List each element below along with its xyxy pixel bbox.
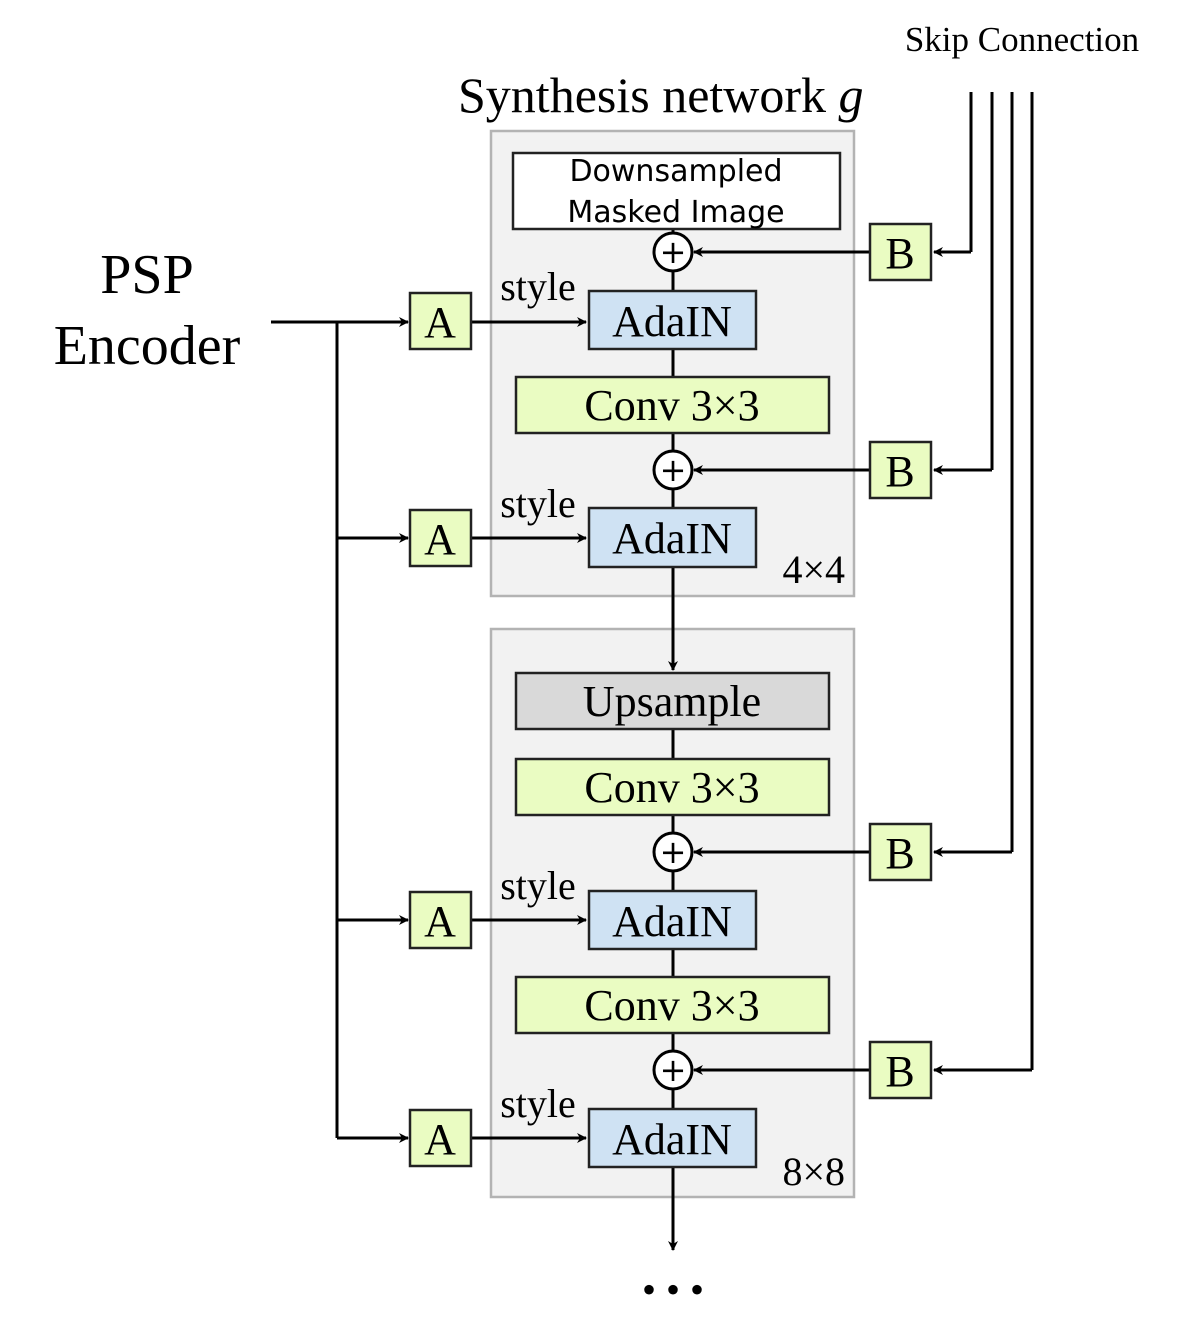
adain-label-2: AdaIN: [612, 514, 732, 563]
style-label-3: style: [500, 863, 576, 908]
input-box-line2: Masked Image: [567, 195, 784, 230]
adain-label-1: AdaIN: [612, 297, 732, 346]
plus-symbol: +: [660, 833, 687, 871]
diagram-title: Synthesis network g: [458, 67, 864, 123]
noise-b-block-3: [868, 822, 933, 882]
noise-b-block-4: [868, 1040, 933, 1100]
plus-node-2: +: [652, 449, 694, 491]
style-label-1: style: [500, 264, 576, 309]
skip-connection-label: Skip Connection: [905, 20, 1139, 59]
adain-label-4: AdaIN: [612, 1115, 732, 1164]
stage-resolution-label-8x8: 8×8: [782, 1149, 845, 1194]
plus-node-3: +: [652, 831, 694, 873]
adain-block-2: [587, 506, 758, 569]
affine-a-block-2: [408, 508, 473, 568]
affine-a-label-1: A: [424, 298, 456, 347]
plus-node-4: +: [652, 1049, 694, 1091]
plus-symbol: +: [660, 451, 687, 489]
conv-label-2: Conv 3×3: [584, 763, 759, 812]
noise-b-label-3: B: [885, 829, 914, 878]
continuation-ellipsis: • • •: [642, 1267, 704, 1312]
encoder-label-line2: Encoder: [54, 315, 241, 377]
noise-b-label-4: B: [885, 1047, 914, 1096]
conv-label-3: Conv 3×3: [584, 981, 759, 1030]
affine-a-label-3: A: [424, 897, 456, 946]
upsample-block: [514, 671, 831, 731]
affine-a-label-2: A: [424, 515, 456, 564]
style-label-2: style: [500, 481, 576, 526]
affine-a-block-3: [408, 890, 473, 950]
noise-b-block-1: [868, 222, 933, 282]
adain-label-3: AdaIN: [612, 897, 732, 946]
noise-b-label-2: B: [885, 447, 914, 496]
noise-b-label-1: B: [885, 229, 914, 278]
stage-resolution-label-4x4: 4×4: [782, 547, 845, 592]
encoder-label-line1: PSP: [100, 244, 193, 306]
upsample-label: Upsample: [583, 677, 761, 726]
affine-a-block-1: [408, 291, 473, 351]
adain-block-3: [587, 889, 758, 951]
conv-block-2: [514, 757, 831, 817]
input-box-line1: Downsampled: [569, 154, 782, 189]
conv-label-1: Conv 3×3: [584, 381, 759, 430]
adain-block-1: [587, 289, 758, 351]
conv-block-3: [514, 975, 831, 1035]
plus-symbol: +: [660, 1051, 687, 1089]
plus-symbol: +: [660, 233, 687, 271]
downsampled-masked-image-box: [511, 151, 842, 231]
affine-a-label-4: A: [424, 1115, 456, 1164]
adain-block-4: [587, 1107, 758, 1169]
affine-a-block-4: [408, 1108, 473, 1168]
plus-node-1: +: [652, 231, 694, 273]
conv-block-1: [514, 375, 831, 435]
noise-b-block-2: [868, 440, 933, 500]
style-label-4: style: [500, 1081, 576, 1126]
